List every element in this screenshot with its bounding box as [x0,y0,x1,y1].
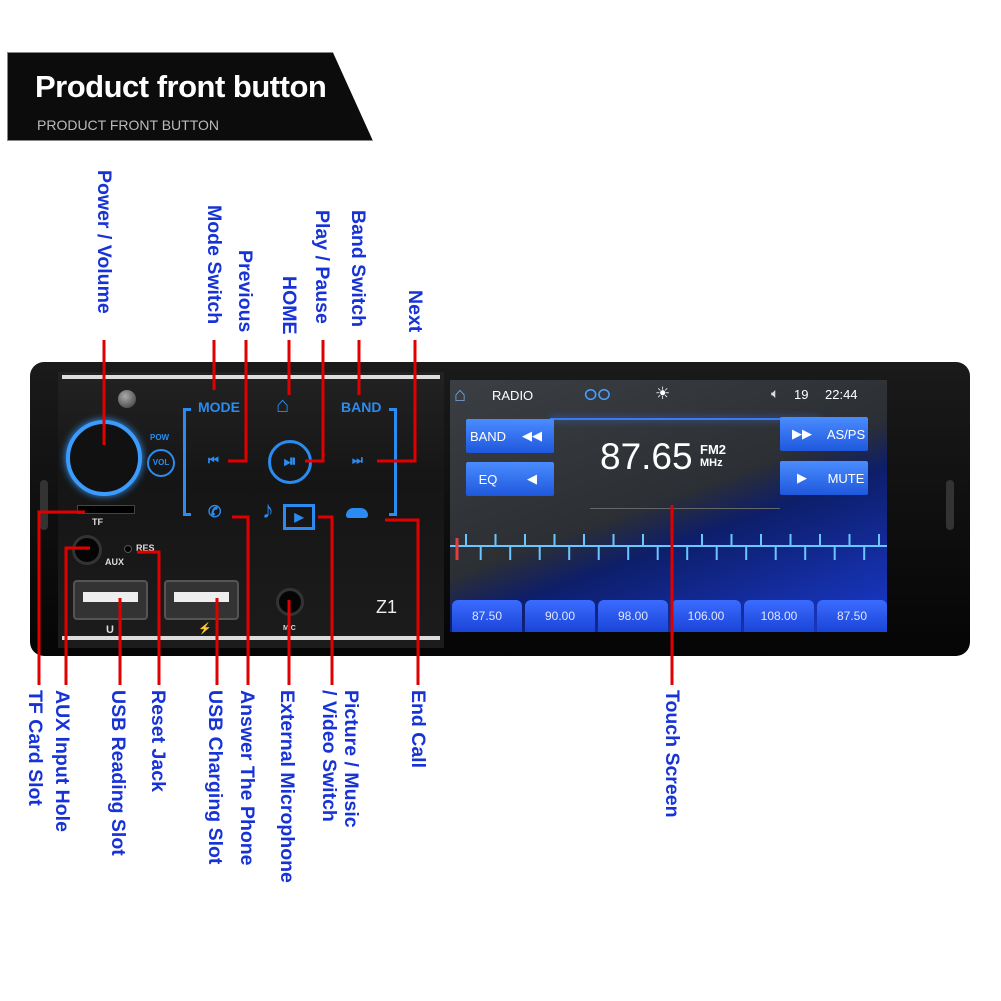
next-icon[interactable]: ⏭ [352,453,363,467]
preset-button[interactable]: 87.50 [817,600,887,632]
tf-card-slot[interactable] [77,505,135,514]
mic-hole [276,588,304,616]
label-power-volume: Power / Volume [93,170,115,314]
divider [590,508,780,509]
label-external-mic: External Microphone [276,690,298,883]
pow-label: POW [150,433,170,442]
video-icon[interactable]: ▶ [283,504,315,530]
speaker-icon: 🔈︎ [771,385,780,401]
label-usb-charging: USB Charging Slot [204,690,226,865]
bracket-right [389,408,397,516]
tf-label: TF [92,517,103,527]
label-touch-screen: Touch Screen [661,690,683,818]
label-play-pause: Play / Pause [311,210,333,324]
clock: 22:44 [825,387,858,402]
asps-text: AS/PS [826,426,866,442]
chrome-strip [62,375,440,379]
fast-rewind-icon: ◀◀ [522,428,542,443]
charge-label: ⚡ [198,623,212,635]
band-indicator: FM2 [700,442,726,457]
tuning-dial[interactable] [450,530,887,580]
banner-subtitle: PRODUCT FRONT BUTTON [37,117,220,133]
res-label: RES [136,543,155,553]
home-icon[interactable]: ⌂ [276,392,290,417]
usb-reading-port[interactable] [73,580,148,620]
label-picture-music: Picture / Music [340,690,362,828]
preset-button[interactable]: 98.00 [598,600,668,632]
label-aux-input: AUX Input Hole [51,690,73,832]
eq-screen-button[interactable]: EQ ◀ [466,462,554,496]
aux-label: AUX [105,557,125,567]
mic-label: MIC [283,625,296,632]
label-video-switch: / Video Switch [318,690,340,822]
frequency-display: 87.65 [600,436,693,477]
label-usb-reading: USB Reading Slot [107,690,129,856]
preset-button[interactable]: 90.00 [525,600,595,632]
label-previous: Previous [234,250,256,333]
label-mode-switch: Mode Switch [203,205,225,325]
fast-forward-icon: ▶▶ [792,426,812,441]
usb-label: U [106,624,114,636]
play-pause-icon[interactable]: ⏯ [268,440,312,484]
side-clip [40,480,48,530]
mute-text: MUTE [827,470,865,486]
stereo-icon: ⵔⵔ [584,387,611,404]
label-next: Next [404,290,426,333]
previous-icon[interactable]: ⏮ [208,453,219,467]
ir-sensor [118,390,136,408]
label-reset-jack: Reset Jack [147,690,169,792]
label-band-switch: Band Switch [347,210,369,328]
chrome-strip [62,636,440,640]
preset-button[interactable]: 87.50 [452,600,522,632]
mode-button[interactable]: MODE [198,399,240,415]
music-note-icon[interactable]: ♪ [262,497,274,524]
vol-label: VOL [147,449,175,477]
band-text: BAND [469,428,507,444]
touch-screen[interactable]: ⌂ RADIO ⵔⵔ ☀ 🔈︎ 19 22:44 BAND ◀◀ EQ ◀ ▶▶ AS… [450,380,887,632]
bracket-left [183,408,191,516]
preset-button[interactable]: 106.00 [671,600,741,632]
band-button[interactable]: BAND [341,399,382,415]
mute-screen-button[interactable]: ▶ MUTE [780,461,868,495]
band-screen-button[interactable]: BAND ◀◀ [466,419,554,453]
title-banner: Product front button PRODUCT FRONT BUTTO… [7,52,373,141]
model-label: Z1 [376,597,398,617]
previous-arrow-icon: ◀ [527,471,537,486]
preset-button[interactable]: 108.00 [744,600,814,632]
aux-jack[interactable] [72,535,102,565]
banner-title: Product front button [35,69,327,104]
end-call-icon[interactable] [346,508,368,518]
eq-text: EQ [478,471,498,487]
side-clip [946,480,954,530]
reset-hole[interactable] [124,545,132,553]
label-end-call: End Call [407,690,429,769]
source-label: RADIO [492,388,534,403]
header-glow [550,418,820,420]
label-home: HOME [278,276,300,335]
label-tf-card-slot: TF Card Slot [24,690,46,806]
power-volume-knob[interactable] [66,420,142,496]
answer-phone-icon[interactable]: ✆ [208,504,222,521]
label-answer-phone: Answer The Phone [236,690,258,866]
brightness-icon[interactable]: ☀ [655,384,671,403]
volume-level: 19 [794,387,809,402]
asps-screen-button[interactable]: ▶▶ AS/PS [780,417,868,451]
home-screen-icon[interactable]: ⌂ [454,384,467,406]
unit-indicator: MHz [700,457,723,469]
next-arrow-icon: ▶ [797,470,807,485]
usb-charging-port[interactable] [164,580,239,620]
